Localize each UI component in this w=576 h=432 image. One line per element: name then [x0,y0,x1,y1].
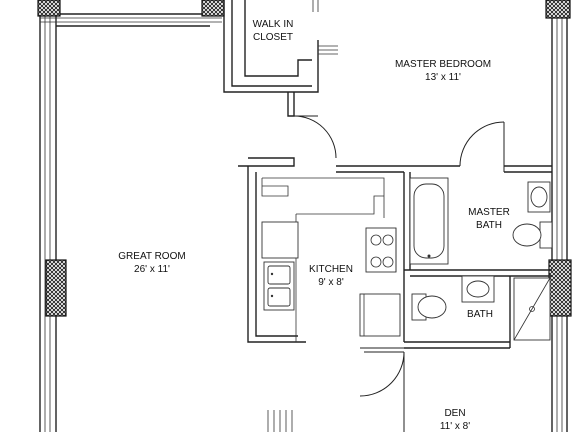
kitchen-label: KITCHEN [309,264,353,275]
master-bedroom-label: MASTER BEDROOM [395,59,491,70]
range-cooktop [365,227,397,273]
column-top-left [37,0,61,17]
bathtub [409,177,449,265]
walk-in-closet-label-1: WALK IN [253,19,294,30]
column-left [45,259,67,317]
column-right [548,259,572,317]
bath-label: BATH [467,309,493,320]
walk-in-closet-walls [223,0,338,117]
column-top-right [545,0,571,19]
great-room-size: 26' x 11' [134,264,170,275]
bath-fixtures [411,275,495,321]
kitchen-counter-left [261,221,299,259]
master-bedroom-size: 13' x 11' [425,72,461,83]
den-size: 11' x 8' [440,421,470,432]
master-bath-label-1: MASTER [468,207,510,218]
den-door [359,347,405,432]
structural-columns [37,0,572,317]
walk-in-closet-label-2: CLOSET [253,32,293,43]
den-walls [267,410,293,432]
master-bath-label-2: BATH [476,220,502,231]
exterior-walls [39,0,568,432]
kitchen-walls [247,166,385,343]
column-top-middle [201,0,225,17]
kitchen-size: 9' x 8' [318,277,344,288]
master-bath-fixtures [512,181,553,249]
bedroom-partitions [238,121,552,173]
refrigerator [359,293,401,337]
kitchen-sink [263,261,295,311]
den-label: DEN [444,408,465,419]
shower [513,277,551,341]
hall-door [293,115,337,159]
great-room-label: GREAT ROOM [118,251,185,262]
